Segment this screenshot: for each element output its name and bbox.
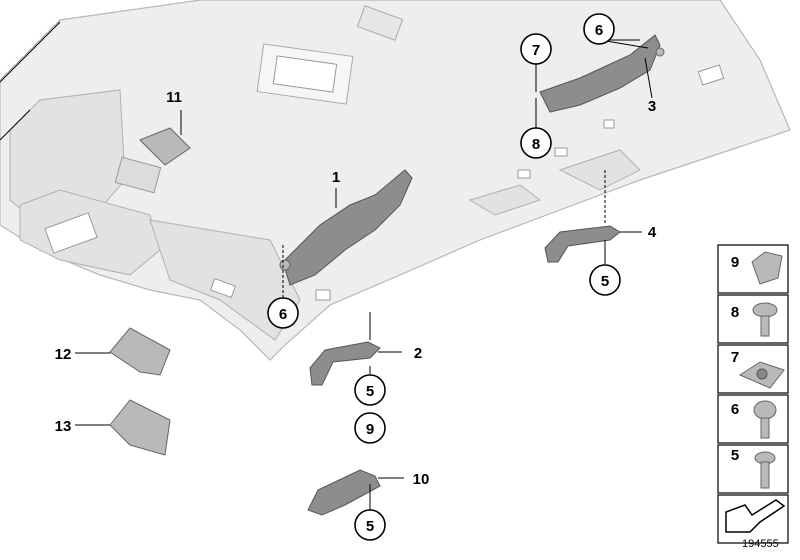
callout-3: 3 (648, 98, 656, 115)
callout-5-handle4: 5 (589, 264, 621, 296)
legend-5: 5 (717, 444, 789, 494)
legend-8: 8 (717, 294, 789, 344)
callout-5-handle10: 5 (354, 509, 386, 541)
grab-handle-10-icon (307, 469, 381, 516)
callout-1: 1 (332, 169, 340, 186)
legend-5-label: 5 (731, 447, 739, 464)
clip-11-icon (139, 127, 191, 166)
cover-12-icon (109, 327, 171, 376)
callout-5-handle2-label: 5 (366, 383, 374, 400)
callout-6-left-label: 6 (279, 306, 287, 323)
callout-9: 9 (354, 412, 386, 444)
callout-10: 10 (413, 471, 430, 488)
callout-13: 13 (55, 418, 72, 435)
callout-2-label: 2 (414, 345, 422, 362)
screw-icon (753, 400, 777, 439)
callout-4-label: 4 (648, 224, 657, 241)
legend-6-label: 6 (731, 401, 739, 418)
callout-3-label: 3 (648, 98, 656, 115)
bracket-3-icon (539, 34, 665, 113)
callout-12-label: 12 (55, 346, 72, 363)
callout-10-label: 10 (413, 471, 430, 488)
callout-4: 4 (648, 224, 657, 241)
legend-8-label: 8 (731, 304, 739, 321)
callout-8: 8 (520, 127, 552, 159)
arrow-icon (725, 499, 786, 533)
callout-7: 7 (520, 33, 552, 65)
grab-handle-4-icon (544, 225, 621, 263)
cover-13-icon (109, 399, 171, 456)
callout-2: 2 (414, 345, 422, 362)
callout-7-label: 7 (532, 42, 540, 59)
legend-7-label: 7 (731, 349, 739, 366)
callout-5-handle4-label: 5 (601, 273, 609, 290)
callout-5-handle10-label: 5 (366, 518, 374, 535)
legend-6: 6 (717, 394, 789, 444)
callout-5-handle2: 5 (354, 374, 386, 406)
callout-6-right: 6 (583, 13, 615, 45)
grab-handle-2-icon (309, 341, 381, 386)
callout-9-label: 9 (366, 421, 374, 438)
callout-8-label: 8 (532, 136, 540, 153)
callout-11-label: 11 (166, 89, 182, 106)
legend-9-label: 9 (731, 254, 739, 271)
screw-icon (752, 302, 778, 337)
clip-icon (751, 251, 783, 285)
reference-number: 194555 (742, 538, 779, 550)
callout-6-right-label: 6 (595, 22, 603, 39)
callout-11: 11 (166, 89, 182, 106)
callout-6-left: 6 (267, 297, 299, 329)
legend-7: 7 (717, 344, 789, 394)
legend-9: 9 (717, 244, 789, 294)
legend-arrow (717, 494, 789, 544)
callout-12: 12 (55, 346, 72, 363)
callout-1-label: 1 (332, 169, 340, 186)
callout-13-label: 13 (55, 418, 72, 435)
screw-icon (754, 451, 776, 489)
